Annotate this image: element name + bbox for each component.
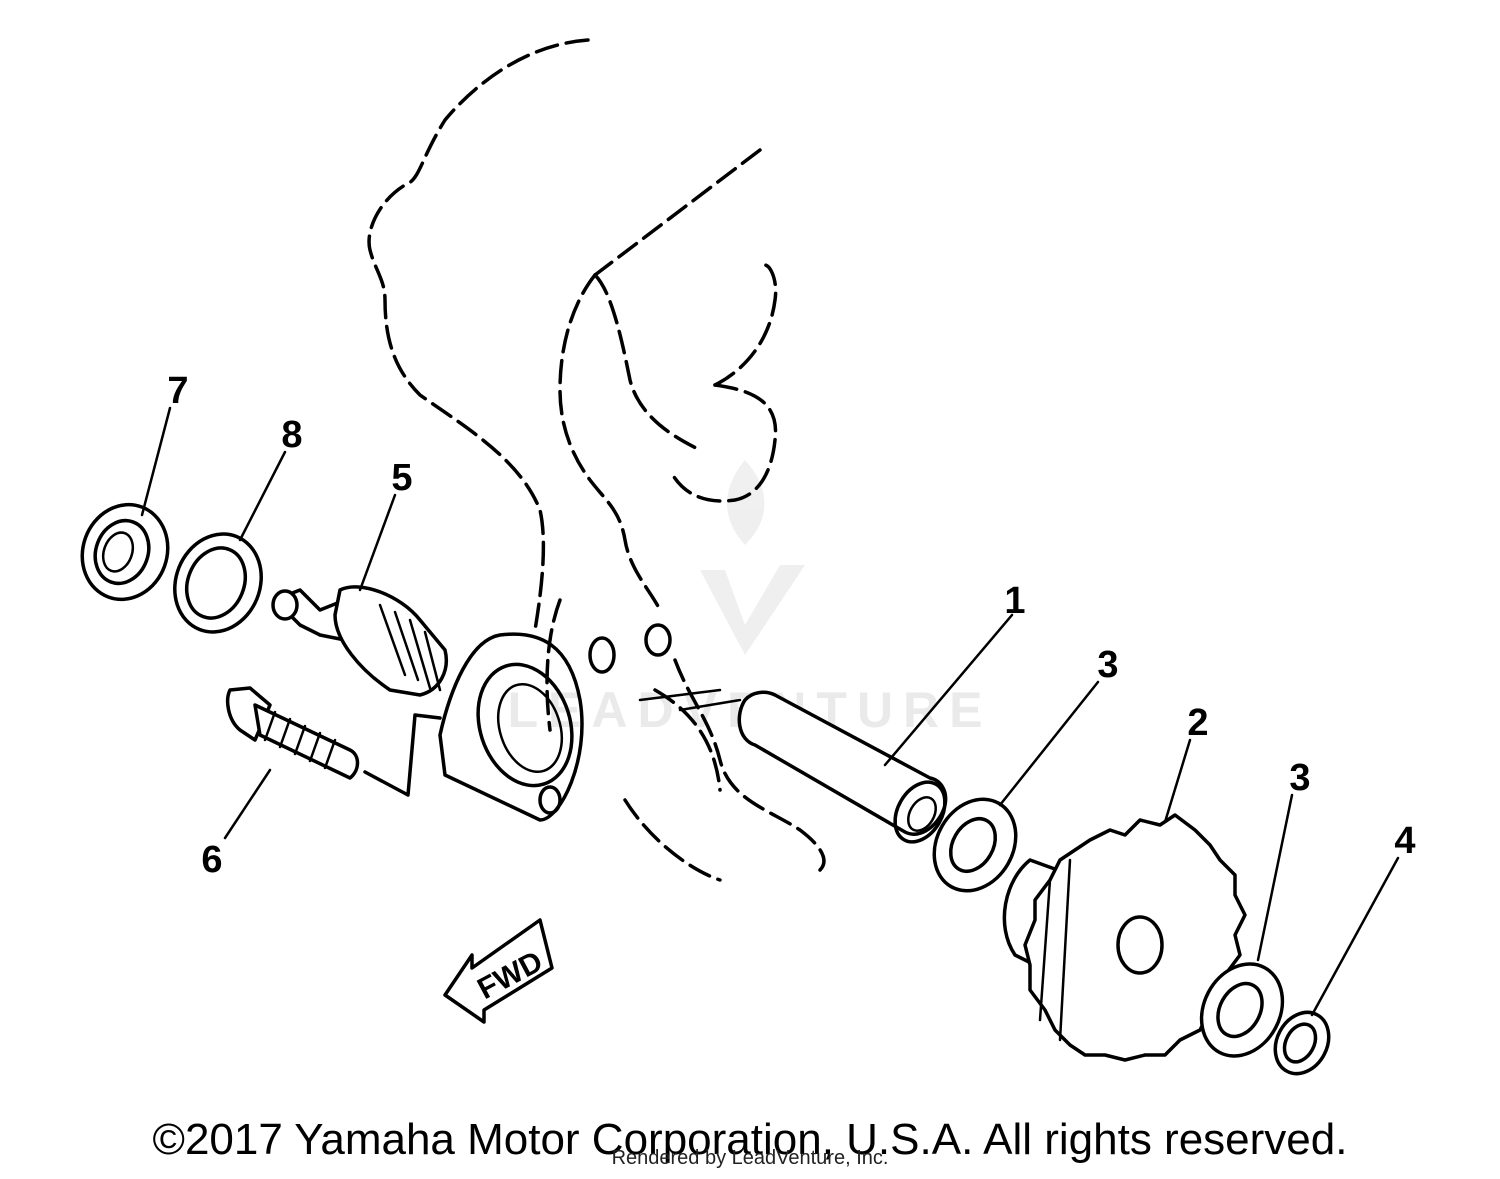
callout-2: 2 xyxy=(1187,702,1208,744)
axle-pipe xyxy=(737,690,948,844)
idle-gear xyxy=(1002,813,1247,1062)
copyright-notice: ©2017 Yamaha Motor Corporation, U.S.A. A… xyxy=(152,1115,1348,1164)
callout-3-right: 3 xyxy=(1289,757,1310,799)
watermark-flame-icon xyxy=(726,460,765,545)
callout-labels: 7 8 5 6 1 3 2 3 4 xyxy=(167,370,1415,881)
crankcase-outline xyxy=(367,38,826,882)
oil-seal xyxy=(80,502,170,602)
bolt-leader-line xyxy=(363,713,442,797)
washer-3-right xyxy=(1199,962,1285,1058)
watermark-v-icon xyxy=(700,565,805,655)
callout-leaders xyxy=(140,406,1400,1017)
callout-6: 6 xyxy=(201,839,222,881)
callout-1: 1 xyxy=(1004,580,1025,622)
callout-5: 5 xyxy=(391,457,412,499)
bolt xyxy=(226,686,360,780)
callout-7: 7 xyxy=(167,370,188,412)
circlip xyxy=(1273,1010,1331,1076)
gear-shaft xyxy=(271,585,448,697)
washer-8 xyxy=(173,532,263,634)
callout-3-left: 3 xyxy=(1097,644,1118,686)
callout-8: 8 xyxy=(281,414,302,456)
washer-3-left xyxy=(932,797,1018,893)
callout-4: 4 xyxy=(1394,820,1415,862)
case-boss xyxy=(438,623,742,822)
rendered-by-credit: Rendered by LeadVenture, Inc. xyxy=(611,1147,889,1169)
fwd-arrow: FWD xyxy=(443,918,554,1024)
fwd-arrow-icon xyxy=(443,918,554,1024)
